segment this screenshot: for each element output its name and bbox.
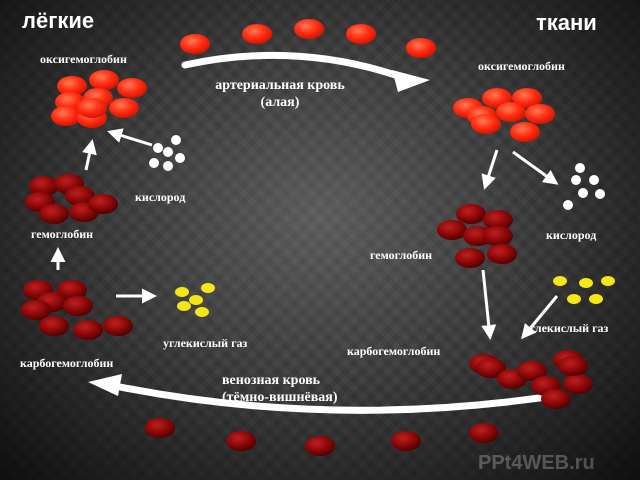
- label-carbohemoglobin-tissues: карбогемоглобин: [347, 344, 441, 358]
- label-hemoglobin-tissues: гемоглобин: [370, 248, 433, 262]
- label-co2-lungs: углекислый газ: [163, 336, 248, 350]
- arterial-blood-line1: артериальная кровь: [215, 78, 345, 93]
- hemoglobin-cluster-tissues: [437, 204, 517, 268]
- label-oxygen-tissues: кислород: [546, 228, 597, 242]
- label-oxygen-lungs: кислород: [135, 190, 186, 204]
- oxyhemoglobin-cluster-lungs: [51, 70, 147, 128]
- oxygen-molecules-tissues: [563, 163, 605, 210]
- venous-blood-line2: (тёмно-вишнёвая): [222, 390, 338, 405]
- co2-molecules-lungs: [175, 283, 215, 317]
- hemoglobin-cluster-lungs: [25, 174, 118, 224]
- title-lungs: лёгкие: [22, 8, 95, 33]
- label-oxyhemoglobin-tissues: оксигемоглобин: [478, 59, 565, 73]
- arterial-cells: [180, 19, 436, 58]
- oxygen-molecules-lungs: [149, 135, 185, 171]
- arterial-flow-arrow: [181, 51, 414, 84]
- co2-molecules-tissues: [553, 276, 615, 304]
- label-arterial-blood: артериальная кровь (алая): [205, 79, 355, 110]
- label-hemoglobin-lungs: гемоглобин: [31, 227, 94, 241]
- carbohemoglobin-cluster-lungs: [21, 280, 133, 340]
- arrow-co2-uptake: [521, 295, 559, 340]
- arrow-oxyhemoglobin-to-hemoglobin: [481, 149, 499, 190]
- carbohemoglobin-cluster-tissues: [469, 350, 593, 409]
- arrow-oxyhemoglobin-to-oxygen: [512, 150, 559, 185]
- venous-blood-line1: венозная кровь: [222, 373, 321, 388]
- label-venous-blood: венозная кровь (тёмно-вишнёвая): [222, 374, 338, 405]
- arterial-blood-line2: (алая): [260, 95, 300, 110]
- watermark: PPt4WEB.ru: [478, 452, 595, 474]
- venous-flow-arrowhead: [88, 374, 122, 396]
- arrow-oxygen-to-oxyhemoglobin: [107, 128, 153, 147]
- title-tissues: ткани: [536, 10, 597, 35]
- arterial-flow-arrowhead: [392, 70, 430, 92]
- oxyhemoglobin-cluster-tissues: [453, 88, 555, 142]
- label-co2-tissues: углекислый газ: [524, 321, 609, 335]
- venous-cells: [145, 418, 499, 456]
- arrow-hemoglobin-to-carbohemoglobin: [481, 269, 497, 340]
- arrow-hemoglobin-up: [82, 139, 97, 171]
- label-oxyhemoglobin-lungs: оксигемоглобин: [40, 52, 127, 66]
- venous-flow-arrow: [106, 381, 564, 414]
- label-carbohemoglobin-lungs: карбогемоглобин: [20, 356, 114, 370]
